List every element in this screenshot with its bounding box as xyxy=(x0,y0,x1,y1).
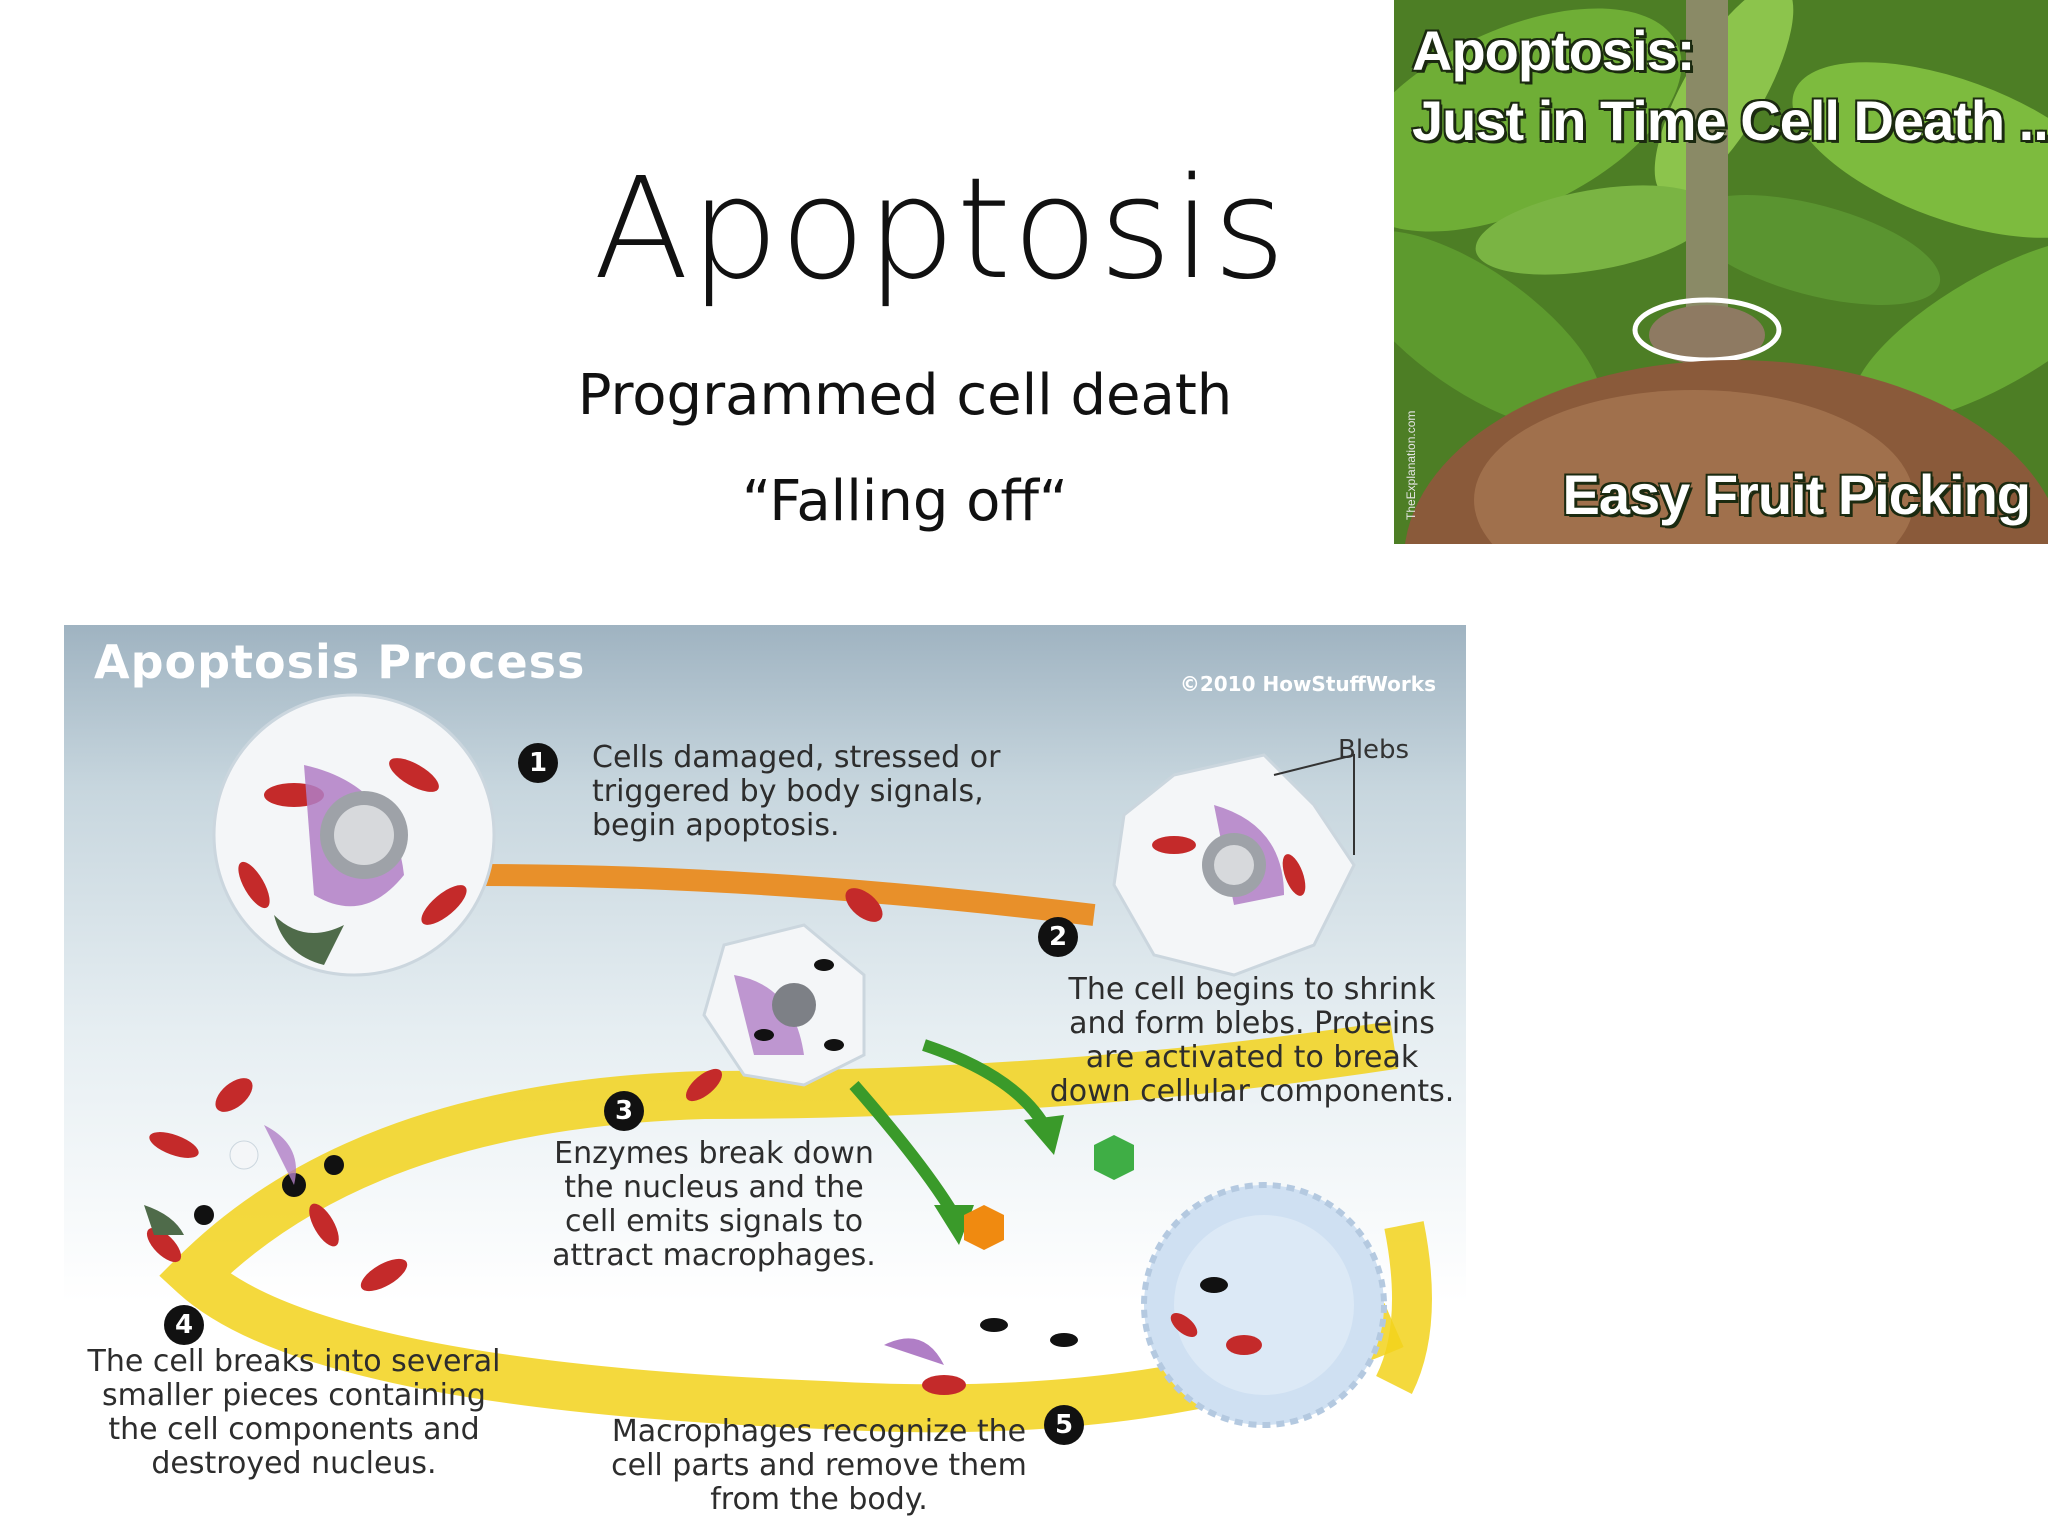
diagram-title: Apoptosis Process xyxy=(94,635,586,689)
slide-title: Apoptosis xyxy=(593,148,1287,311)
slide-subtitle-definition: Programmed cell death xyxy=(577,363,1233,428)
healthy-cell xyxy=(212,693,496,977)
photo-caption-footer: Easy Fruit Picking xyxy=(1562,463,2031,526)
step-number-2: 2 xyxy=(1038,917,1078,957)
step-4-description: The cell breaks into several smaller pie… xyxy=(87,1344,501,1481)
shrinking-cell xyxy=(1112,753,1356,977)
diagram-illustration xyxy=(144,693,1432,1433)
step-number-3: 3 xyxy=(604,1091,644,1131)
photo-caption-subtitle: Just in Time Cell Death ... xyxy=(1412,89,2048,152)
step-3-description: Enzymes break down the nucleus and the c… xyxy=(552,1136,876,1273)
yellow-path xyxy=(159,1021,1404,1433)
photo-credit: TheExplanation.com xyxy=(1404,410,1418,520)
orange-path xyxy=(483,864,1096,926)
step-2-description: The cell begins to shrink and form blebs… xyxy=(1049,972,1455,1109)
blebs-label: Blebs xyxy=(1338,735,1410,765)
fruit-picking-photo: Apoptosis: Just in Time Cell Death ... E… xyxy=(1394,0,2048,544)
diagram-credit: ©2010 HowStuffWorks xyxy=(1179,672,1436,696)
slide-subtitle-quote: “Falling off“ xyxy=(741,469,1069,534)
photo-caption-title: Apoptosis: xyxy=(1412,19,1695,82)
signal-arrow xyxy=(849,1081,960,1219)
apoptosis-process-diagram: Apoptosis Process ©2010 HowStuffWorks Bl… xyxy=(64,625,1466,1528)
photo-illustration xyxy=(1394,0,2048,544)
step-5-description: Macrophages recognize the cell parts and… xyxy=(611,1414,1027,1517)
step-number-4: 4 xyxy=(164,1305,204,1345)
step-1-description: Cells damaged, stressed or triggered by … xyxy=(592,740,1001,843)
macrophage xyxy=(1141,1182,1387,1428)
cell-fragments xyxy=(144,1078,408,1292)
step-number-1: 1 xyxy=(518,743,558,783)
step-number-5: 5 xyxy=(1044,1405,1084,1445)
fragmenting-cell xyxy=(685,888,883,1102)
